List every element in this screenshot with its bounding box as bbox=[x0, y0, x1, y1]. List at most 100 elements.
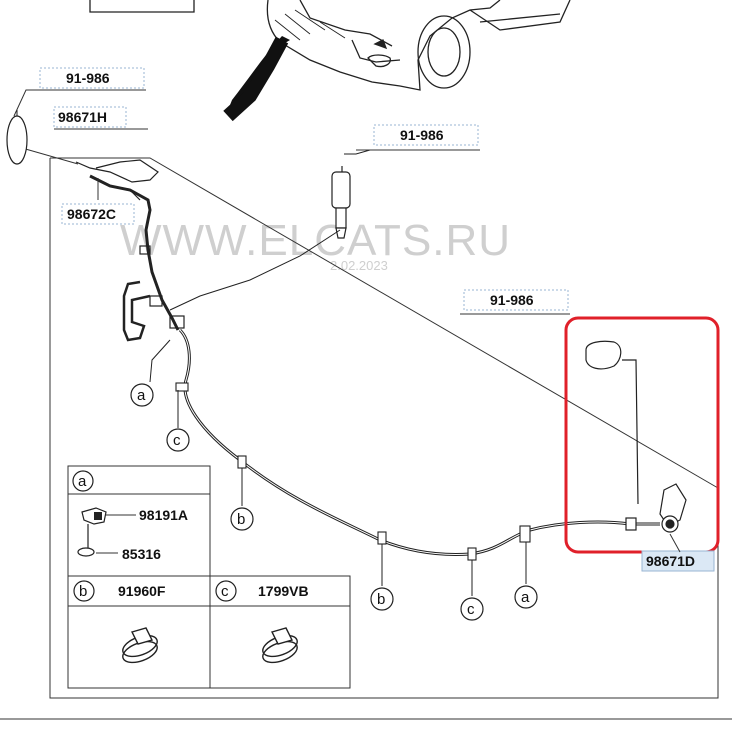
hose-joint bbox=[129, 189, 141, 201]
right-nozzle-leader bbox=[622, 359, 639, 505]
callout-letter: c bbox=[467, 601, 475, 618]
clip-a-2 bbox=[519, 525, 531, 543]
watermark-date: 2.02.2023 bbox=[330, 258, 388, 273]
legend-part-1799VB[interactable]: 1799VB bbox=[258, 583, 309, 599]
legend-part-91960F[interactable]: 91960F bbox=[118, 583, 166, 599]
callout-letter: c bbox=[173, 432, 181, 449]
car-grille-texture bbox=[274, 9, 346, 41]
legend-table: a 98191A 85316 b 91960F c 1799VB bbox=[67, 465, 351, 689]
callout-circle bbox=[130, 383, 154, 407]
legend-c-circle bbox=[215, 580, 237, 602]
clamp-left-3 bbox=[139, 245, 151, 255]
left-nozzle-cap bbox=[6, 115, 28, 165]
legend-a-letter: a bbox=[78, 473, 87, 490]
part-number-label: 98671D bbox=[646, 553, 695, 569]
label-91986-right[interactable]: 91-986 bbox=[460, 289, 570, 315]
clip-b-2 bbox=[377, 531, 387, 545]
hose-upper-left bbox=[89, 174, 180, 331]
label-leader bbox=[13, 89, 38, 117]
callout-letter: b bbox=[237, 511, 245, 528]
label-box bbox=[61, 203, 135, 225]
label-box bbox=[39, 67, 145, 89]
label-98671H[interactable]: 98671H bbox=[53, 106, 148, 130]
label-box-highlighted bbox=[641, 550, 715, 572]
label-box bbox=[463, 289, 569, 311]
callout-letter: b bbox=[377, 591, 385, 608]
part-number-label: 98672C bbox=[67, 206, 116, 222]
car-nozzle-mark bbox=[373, 39, 388, 50]
car-side-line-2 bbox=[479, 13, 561, 23]
clamp-left-2 bbox=[169, 315, 185, 329]
car-grille-line bbox=[299, 0, 393, 47]
right-nozzle-assembly bbox=[585, 340, 687, 533]
clip-c-1 bbox=[175, 382, 189, 392]
pump-leader-line bbox=[169, 229, 341, 311]
callout-letter: a bbox=[137, 387, 146, 404]
callout-circle bbox=[166, 428, 190, 452]
left-nozzle-assembly bbox=[75, 159, 185, 342]
car-side-line bbox=[469, 0, 571, 31]
label-91986-pump[interactable]: 91-986 bbox=[356, 124, 480, 151]
callout-b-2[interactable]: b bbox=[370, 544, 394, 611]
callout-a-2[interactable]: a bbox=[514, 542, 538, 609]
part-number-label: 98671H bbox=[58, 109, 107, 125]
car-front-illustration bbox=[89, 0, 571, 91]
pointer-arrow-stroke bbox=[223, 36, 289, 122]
right-hose-clamp bbox=[625, 517, 637, 531]
hose-u-loop bbox=[122, 280, 151, 342]
legend-a-circle bbox=[72, 470, 94, 492]
callout-c-left[interactable]: c bbox=[166, 390, 190, 452]
label-box bbox=[373, 124, 479, 146]
part-number-label: 91-986 bbox=[490, 292, 534, 308]
label-box bbox=[53, 106, 127, 128]
callout-c-2[interactable]: c bbox=[460, 560, 484, 621]
callout-b-1[interactable]: b bbox=[230, 468, 254, 531]
clamp-left-1 bbox=[149, 295, 163, 307]
legend-part-85316[interactable]: 85316 bbox=[122, 546, 161, 562]
callout-letter: a bbox=[521, 589, 530, 606]
top-box bbox=[89, 0, 195, 13]
part-number-label: 91-986 bbox=[66, 70, 110, 86]
car-body-outline bbox=[266, 0, 501, 91]
label-91986-top-left[interactable]: 91-986 bbox=[13, 67, 146, 117]
frame-top-diagonal bbox=[50, 157, 719, 489]
nozzle-bracket bbox=[75, 159, 159, 183]
frame-outline bbox=[49, 158, 719, 699]
label-98672C[interactable]: 98672C bbox=[61, 178, 135, 225]
right-nozzle-bracket bbox=[659, 483, 687, 527]
clip-b-1 bbox=[237, 455, 247, 469]
clip-a-icon-hole bbox=[94, 512, 102, 520]
car-foglight bbox=[367, 54, 391, 68]
leader-left-nozzle bbox=[21, 147, 79, 165]
watermark-text: WWW.ELCATS.RU bbox=[120, 216, 511, 265]
callout-circle bbox=[370, 587, 394, 611]
label-leader bbox=[669, 533, 681, 553]
washer-pump bbox=[331, 166, 351, 239]
rivet-icon bbox=[77, 547, 95, 557]
callout-circle bbox=[514, 585, 538, 609]
legend-b-circle bbox=[73, 580, 95, 602]
legend-part-98191A[interactable]: 98191A bbox=[139, 507, 188, 523]
clip-c-2 bbox=[467, 547, 477, 561]
pump-label-leader bbox=[344, 149, 371, 155]
pump-body bbox=[331, 171, 351, 209]
callout-circle bbox=[230, 507, 254, 531]
car-headlight-line bbox=[351, 39, 401, 63]
hose-clips bbox=[175, 382, 531, 561]
right-nozzle-cap bbox=[585, 340, 622, 370]
label-98671D[interactable]: 98671D bbox=[641, 533, 715, 572]
pump-neck bbox=[335, 207, 347, 229]
callout-leader bbox=[149, 339, 171, 383]
assembly-frame bbox=[21, 147, 719, 699]
car-front-wheel bbox=[417, 15, 471, 89]
legend-c-letter: c bbox=[221, 583, 229, 600]
car-wheel-hub bbox=[427, 27, 461, 77]
part-number-label: 91-986 bbox=[400, 127, 444, 143]
legend-b-letter: b bbox=[79, 583, 87, 600]
callout-circle bbox=[460, 597, 484, 621]
clamp-b-icon bbox=[122, 627, 158, 664]
callout-a-left[interactable]: a bbox=[130, 339, 171, 407]
right-nozzle-connector-core bbox=[665, 519, 675, 529]
